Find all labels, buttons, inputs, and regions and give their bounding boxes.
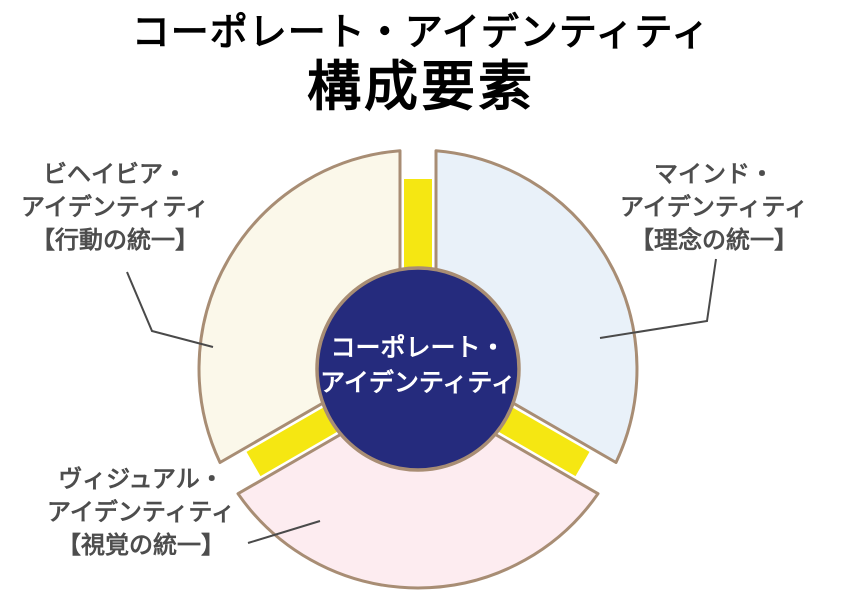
center-label-line-2: アイデンティティ [320,369,516,397]
label-behavior-line-3: 【行動の統一】 [31,227,199,254]
label-behavior-line-1: ビヘイビア・ [43,161,187,188]
label-visual-identity: ヴィジュアル・ アイデンティティ 【視覚の統一】 [26,463,256,562]
label-mind-line-2: アイデンティティ [620,194,808,221]
page-title-line-2: 構成要素 [307,57,535,117]
center-circle-label: コーポレート・ アイデンティティ [308,331,528,401]
label-visual-line-2: アイデンティティ [47,499,235,526]
center-circle [315,266,521,472]
label-mind-line-1: マインド・ [654,161,774,188]
center-label-line-1: コーポレート・ [330,334,506,362]
page-title: コーポレート・アイデンティティ 構成要素 [0,14,842,114]
label-behavior-line-2: アイデンティティ [21,194,209,221]
connector-behavior [126,271,214,348]
label-mind-identity: マインド・ アイデンティティ 【理念の統一】 [599,158,829,257]
label-visual-line-3: 【視覚の統一】 [57,532,225,559]
label-mind-line-3: 【理念の統一】 [630,227,798,254]
page-title-line-1: コーポレート・アイデンティティ [131,12,711,54]
label-visual-line-1: ヴィジュアル・ [58,466,224,493]
connector-mind [599,258,717,339]
label-behavior-identity: ビヘイビア・ アイデンティティ 【行動の統一】 [0,158,230,257]
connector-visual [247,520,321,544]
